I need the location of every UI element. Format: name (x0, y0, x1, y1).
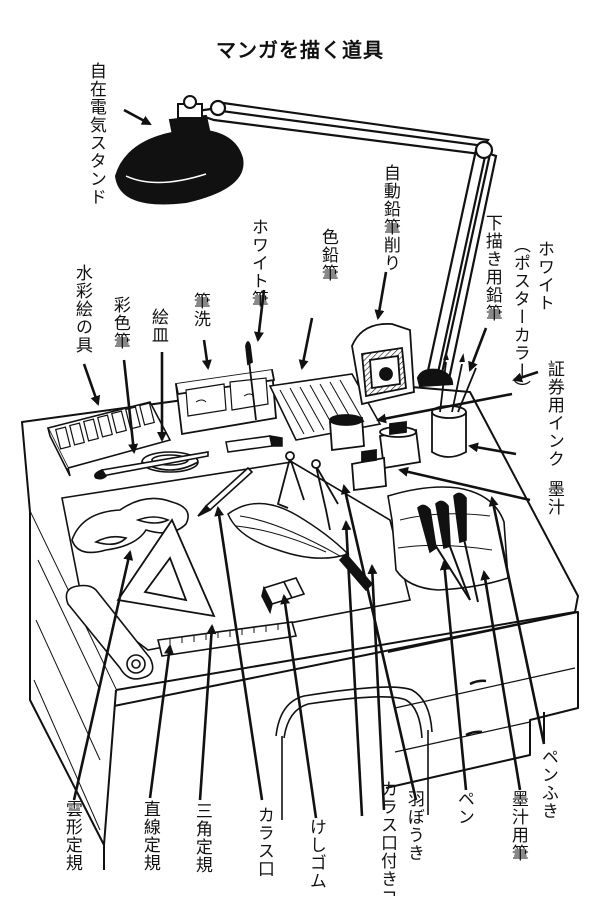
paper-roll (65, 584, 154, 680)
eraser (261, 577, 306, 615)
color-brush (94, 451, 209, 480)
paint-tube (225, 435, 283, 453)
crow-quill-on-board (197, 466, 254, 517)
label-white-paint: ホワイト (533, 240, 554, 312)
label-pen: ペン (453, 790, 474, 826)
cloud-ruler (71, 497, 189, 554)
label-certificate-ink: 証券用インク (543, 360, 564, 468)
feather-duster (227, 502, 374, 592)
pencil-sharpener (351, 323, 415, 406)
label-white-line1: ホワイト (533, 240, 554, 312)
label-sharpener: 自動鉛筆削り (379, 164, 400, 272)
lamp-head (114, 95, 244, 205)
label-pen-wiper: ペンふき (537, 748, 558, 820)
label-sketch-pencil: 下描き用鉛筆 (481, 214, 502, 322)
label-white-paint-sub: （ポスターカラー） (509, 236, 530, 398)
label-compass: カラス口付きコンパス (377, 780, 396, 896)
label-white-brush: ホワイト筆 (247, 218, 268, 308)
page-title: マンガを描く道具 (216, 38, 384, 62)
chair (275, 686, 433, 820)
label-straight-ruler: 直線定規 (139, 800, 160, 872)
label-lamp: 自在電気スタンド (85, 62, 106, 206)
label-eraser: けしゴム (305, 818, 326, 890)
compass-tools (276, 451, 339, 531)
watercolor-box (46, 401, 172, 477)
lamp-arm (189, 99, 498, 388)
leader-arrows (72, 108, 546, 819)
label-color-brush: 彩色筆 (109, 296, 130, 350)
brush-wash (175, 368, 277, 436)
label-watercolor: 水彩絵の具 (71, 264, 92, 354)
label-triangle-ruler: 三角定規 (191, 802, 212, 874)
label-feather: 羽ぼうき (403, 790, 424, 862)
white-brush (245, 341, 257, 421)
label-cloud-ruler: 雲形定規 (61, 800, 82, 872)
label-sumi-brush: 墨汁用筆 (507, 790, 528, 862)
straight-ruler (157, 621, 298, 657)
label-sumi: 墨汁 (543, 480, 564, 516)
triangle-ruler (116, 518, 216, 618)
ink-bottles (329, 414, 422, 492)
label-brush-wash: 筆洗 (189, 292, 210, 328)
label-colored-pencils: 色鉛筆 (317, 228, 338, 282)
label-palette-dish: 絵皿 (147, 308, 168, 344)
label-crow-quill: カラス口 (253, 806, 274, 878)
